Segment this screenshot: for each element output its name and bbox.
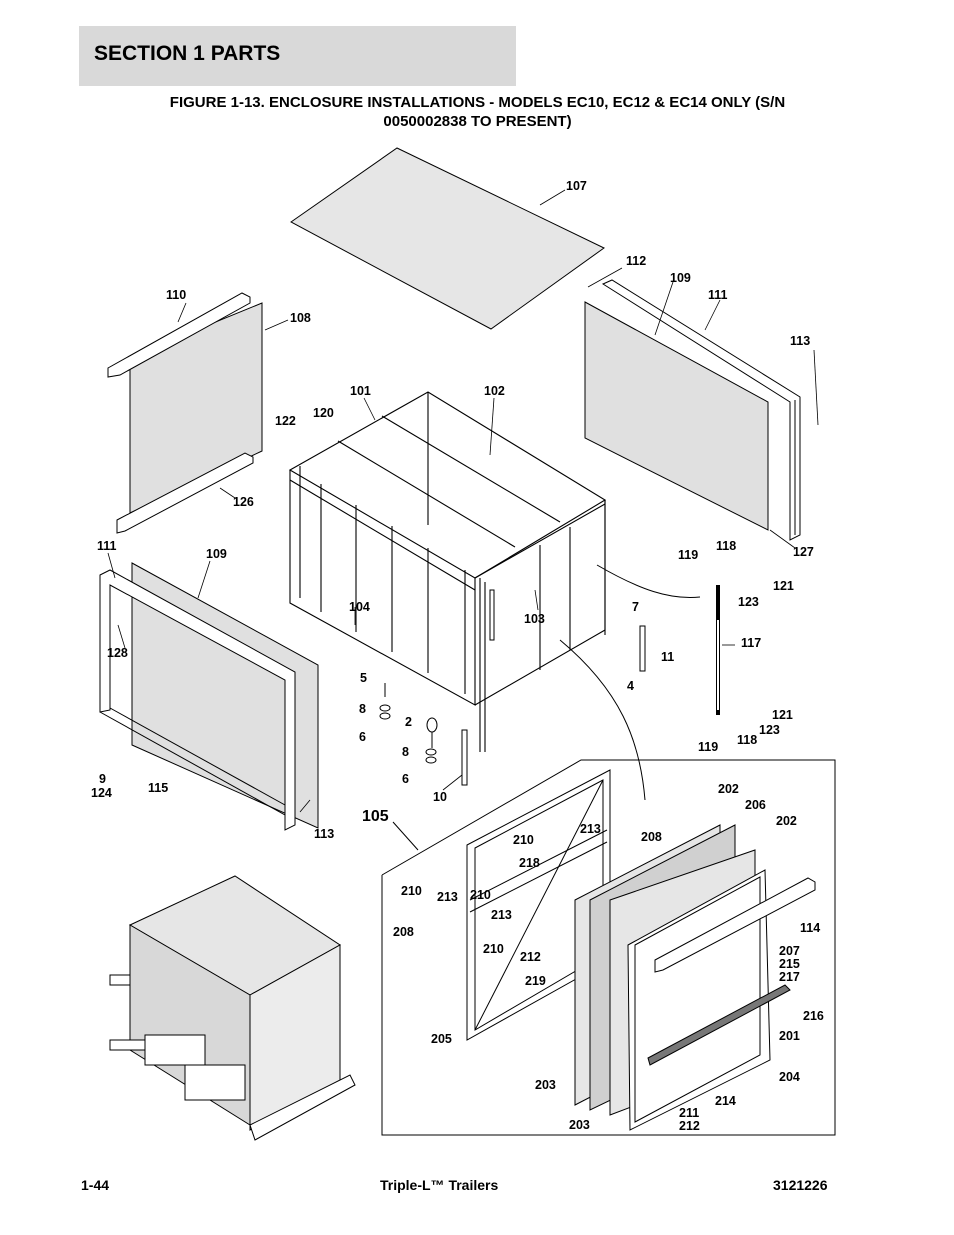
arrow-down bbox=[559, 639, 646, 801]
callout-label: 6 bbox=[402, 772, 409, 786]
callout-label: 210 bbox=[513, 833, 534, 847]
assembled-enclosure bbox=[109, 875, 356, 1141]
callout-label: 127 bbox=[793, 545, 814, 559]
callout-label: 115 bbox=[148, 781, 168, 795]
leader-lines bbox=[107, 189, 819, 813]
callout-label: 105 bbox=[362, 808, 389, 825]
left-frame-128 bbox=[99, 569, 296, 831]
callout-label: 210 bbox=[470, 888, 491, 902]
callout-label: 203 bbox=[569, 1118, 590, 1132]
callout-label: 11 bbox=[661, 650, 674, 664]
callout-label: 124 bbox=[91, 786, 112, 800]
callout-label: 206 bbox=[745, 798, 766, 812]
callout-label: 219 bbox=[525, 974, 546, 988]
callout-label: 216 bbox=[803, 1009, 824, 1023]
callout-label: 215 bbox=[779, 957, 800, 971]
callout-label: 117 bbox=[741, 636, 761, 650]
callout-labels: 107 112 109 111 110 108 113 101 102 122 … bbox=[91, 179, 824, 1133]
section-header: SECTION 1 PARTS bbox=[79, 26, 516, 86]
callout-label: 114 bbox=[800, 921, 820, 935]
callout-label: 113 bbox=[790, 334, 810, 348]
callout-label: 208 bbox=[641, 830, 662, 844]
callout-label: 2 bbox=[405, 715, 412, 729]
bar-114 bbox=[654, 877, 816, 973]
callout-label: 110 bbox=[166, 288, 186, 302]
callout-label: 203 bbox=[535, 1078, 556, 1092]
callout-label: 119 bbox=[678, 548, 698, 562]
callout-label: 113 bbox=[314, 827, 334, 841]
callout-label: 205 bbox=[431, 1032, 452, 1046]
callout-label: 210 bbox=[483, 942, 504, 956]
footer-doc-number: 3121226 bbox=[773, 1177, 828, 1193]
channel-126 bbox=[116, 452, 254, 534]
callout-label: 213 bbox=[491, 908, 512, 922]
callout-label: 213 bbox=[437, 890, 458, 904]
figure-title-line-1: FIGURE 1-13. ENCLOSURE INSTALLATIONS - M… bbox=[169, 94, 786, 111]
callout-label: 204 bbox=[779, 1070, 800, 1084]
callout-label: 5 bbox=[360, 671, 367, 685]
callout-label: 6 bbox=[359, 730, 366, 744]
callout-label: 218 bbox=[519, 856, 540, 870]
callout-label: 109 bbox=[670, 271, 691, 285]
callout-label: 202 bbox=[776, 814, 797, 828]
channel-110 bbox=[107, 292, 251, 378]
callout-label: 103 bbox=[524, 612, 545, 626]
callout-label: 118 bbox=[737, 733, 757, 747]
callout-label: 211 bbox=[679, 1106, 699, 1120]
section-title: SECTION 1 PARTS bbox=[94, 42, 281, 65]
callout-label: 207 bbox=[779, 944, 800, 958]
detail-box bbox=[381, 759, 836, 1136]
callout-label: 217 bbox=[779, 970, 800, 984]
roof-panel bbox=[290, 147, 605, 330]
callout-label: 208 bbox=[393, 925, 414, 939]
callout-label: 107 bbox=[566, 179, 587, 193]
callout-label: 9 bbox=[99, 772, 106, 786]
figure-title: FIGURE 1-13. ENCLOSURE INSTALLATIONS - M… bbox=[80, 93, 875, 131]
right-panel-109 bbox=[584, 301, 769, 531]
callout-label: 111 bbox=[708, 288, 728, 302]
callout-label: 128 bbox=[107, 646, 128, 660]
callout-label: 7 bbox=[632, 600, 639, 614]
arrow-right bbox=[596, 564, 701, 598]
door-201 bbox=[627, 869, 771, 1131]
callout-label: 212 bbox=[520, 950, 541, 964]
callout-label: 8 bbox=[359, 702, 366, 716]
callout-label: 109 bbox=[206, 547, 227, 561]
right-frame-111 bbox=[601, 279, 801, 541]
callout-label: 120 bbox=[313, 406, 334, 420]
callout-label: 210 bbox=[401, 884, 422, 898]
callout-label: 123 bbox=[738, 595, 759, 609]
callout-label: 123 bbox=[759, 723, 780, 737]
callout-label: 10 bbox=[433, 790, 447, 804]
callout-label: 108 bbox=[290, 311, 311, 325]
left-panel-109 bbox=[131, 562, 319, 829]
strip-201 bbox=[647, 984, 791, 1066]
callout-label: 8 bbox=[402, 745, 409, 759]
callout-label: 212 bbox=[679, 1119, 700, 1133]
callout-label: 101 bbox=[350, 384, 371, 398]
figure-title-line-2: 0050002838 TO PRESENT) bbox=[383, 113, 572, 130]
callout-label: 112 bbox=[626, 254, 646, 268]
callout-label: 126 bbox=[233, 495, 254, 509]
callout-label: 119 bbox=[698, 740, 718, 754]
callout-label: 214 bbox=[715, 1094, 736, 1108]
callout-label: 118 bbox=[716, 539, 736, 553]
callout-label: 4 bbox=[627, 679, 634, 693]
callout-label: 121 bbox=[773, 579, 794, 593]
footer-title: Triple-L™ Trailers bbox=[380, 1177, 499, 1193]
callout-label: 201 bbox=[779, 1029, 800, 1043]
callout-label: 104 bbox=[349, 600, 370, 614]
footer-page-number: 1-44 bbox=[81, 1177, 110, 1193]
enclosure-frame bbox=[288, 391, 607, 752]
callout-label: 213 bbox=[580, 822, 601, 836]
callout-label: 122 bbox=[275, 414, 296, 428]
callout-label: 202 bbox=[718, 782, 739, 796]
callout-label: 121 bbox=[772, 708, 793, 722]
callout-label: 102 bbox=[484, 384, 505, 398]
callout-label: 111 bbox=[97, 539, 117, 553]
